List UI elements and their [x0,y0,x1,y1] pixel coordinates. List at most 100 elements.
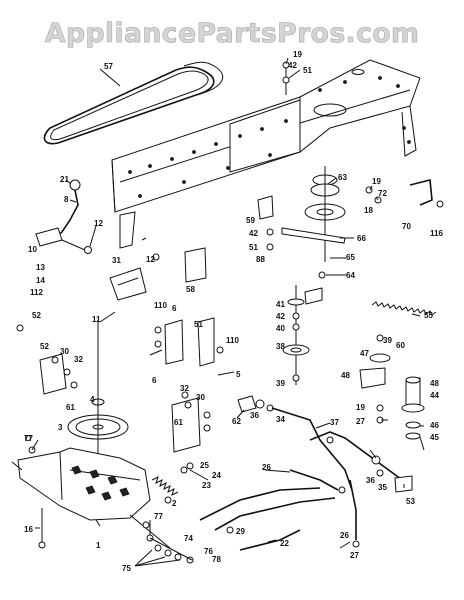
label-77-b: 77 [154,512,163,521]
center-brackets [149,317,235,453]
label-46: 46 [430,421,439,430]
label-14: 14 [36,276,45,285]
label-3: 3 [58,423,63,432]
label-42-b: 42 [249,229,258,238]
label-59: 59 [246,216,255,225]
label-21: 21 [60,175,69,184]
label-35: 35 [378,483,387,492]
label-18: 18 [364,206,373,215]
label-62: 62 [232,417,241,426]
label-37: 37 [330,418,339,427]
label-74: 74 [184,534,193,543]
label-42-c: 42 [276,312,285,321]
leader-lines [31,57,425,549]
bracket-parts [84,211,207,301]
label-39: 39 [276,379,285,388]
label-112: 112 [30,288,43,297]
label-16: 16 [24,525,33,534]
label-77: 77 [24,434,33,443]
label-72: 72 [378,189,387,198]
label-48-b: 48 [430,379,439,388]
label-11: 11 [92,315,101,324]
label-12: 12 [94,219,103,228]
label-19-b: 19 [372,177,381,186]
label-51-c: 51 [194,320,203,329]
label-36-b: 36 [366,476,375,485]
label-78: 78 [212,555,221,564]
label-65: 65 [346,253,355,262]
label-40: 40 [276,324,285,333]
watermark-text: AppliancePartsPros.com [45,18,419,49]
label-70: 70 [402,222,411,231]
label-58: 58 [186,285,195,294]
label-13: 13 [36,263,45,272]
label-110: 110 [154,301,167,310]
transaxle-gear [67,320,129,470]
label-64: 64 [346,271,355,280]
lower-idler-assembly [282,285,323,385]
label-53: 53 [406,497,415,506]
label-8: 8 [64,195,69,204]
part-number-labels: 57 19 42 51 21 8 63 19 72 18 70 116 12 5… [24,50,443,573]
label-30-b: 30 [196,393,205,402]
label-27-b: 27 [350,551,359,560]
label-12-b: 12 [146,255,155,264]
label-66: 66 [357,234,366,243]
label-51: 51 [303,66,312,75]
label-57: 57 [104,62,113,71]
label-31: 31 [112,256,121,265]
label-1: 1 [96,541,101,550]
label-55: 55 [424,311,433,320]
label-44: 44 [430,391,439,400]
label-32: 32 [74,355,83,364]
label-10: 10 [28,245,37,254]
label-2: 2 [172,499,177,508]
label-116: 116 [430,229,443,238]
label-6: 6 [172,304,177,313]
label-47: 47 [360,349,369,358]
label-32-b: 32 [180,384,189,393]
label-60: 60 [396,341,405,350]
label-30: 30 [60,347,69,356]
label-26: 26 [262,463,271,472]
label-27: 27 [356,417,365,426]
label-63: 63 [338,173,347,182]
label-61-b: 61 [174,418,183,427]
label-34: 34 [276,415,285,424]
label-6-b: 6 [152,376,157,385]
transaxle [11,435,171,549]
label-4: 4 [90,395,95,404]
label-5: 5 [236,370,241,379]
label-29: 29 [236,527,245,536]
linkage-rods [199,395,413,551]
label-88: 88 [256,255,265,264]
label-19-c: 19 [356,403,365,412]
idler-pulley-assembly [257,61,444,279]
label-36: 36 [250,411,259,420]
bottom-hardware [134,520,194,567]
label-51-b: 51 [249,243,258,252]
label-52-b: 52 [40,342,49,351]
clutch-spring [142,462,194,529]
label-22: 22 [280,539,289,548]
left-brackets [16,324,78,395]
tractor-frame [111,59,421,213]
shift-lever [35,179,86,251]
label-61: 61 [66,403,75,412]
label-24: 24 [212,471,221,480]
label-76: 76 [204,547,213,556]
drive-belt [43,61,224,145]
label-39-b: 39 [383,336,392,345]
label-38: 38 [276,342,285,351]
label-23: 23 [202,481,211,490]
label-52: 52 [32,311,41,320]
label-42: 42 [288,61,297,70]
label-26-b: 26 [340,531,349,540]
label-45: 45 [430,433,439,442]
label-19: 19 [293,50,302,59]
label-25: 25 [200,461,209,470]
label-75: 75 [122,564,131,573]
extension-spring [371,301,437,316]
